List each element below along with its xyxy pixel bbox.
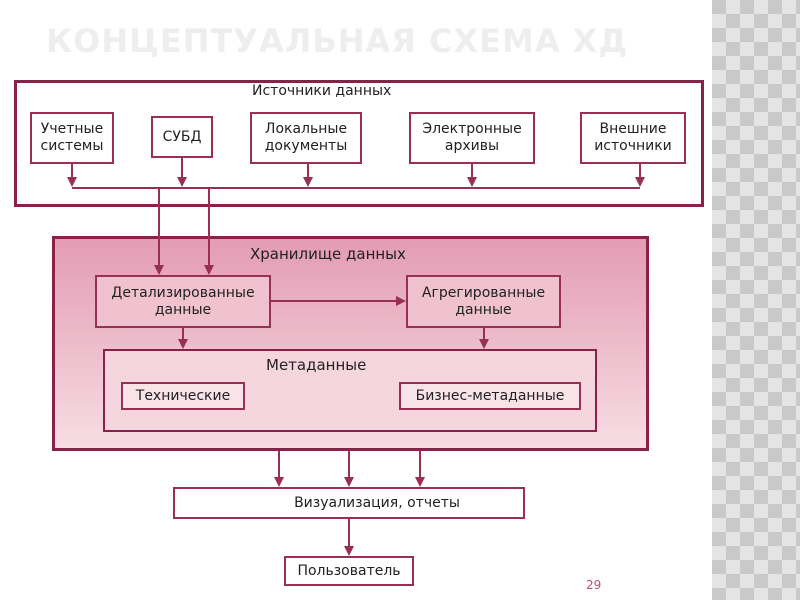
technical-metadata-box: Технические: [121, 382, 245, 410]
warehouse-heading: Хранилище данных: [250, 245, 406, 263]
user-box: Пользователь: [284, 556, 414, 586]
business-metadata-box: Бизнес-метаданные: [399, 382, 581, 410]
source-accounting-systems: Учетные системы: [30, 112, 114, 164]
decorative-pattern: [712, 0, 800, 600]
metadata-heading: Метаданные: [266, 356, 367, 374]
source-dbms: СУБД: [151, 116, 213, 158]
sources-heading: Источники данных: [252, 83, 392, 99]
slide-title: КОНЦЕПТУАЛЬНАЯ СХЕМА ХД: [46, 22, 628, 60]
source-local-documents: Локальные документы: [250, 112, 362, 164]
visualization-reports-box: Визуализация, отчеты: [173, 487, 525, 519]
detailed-data-box: Детализированные данные: [95, 275, 271, 328]
source-external: Внешние источники: [580, 112, 686, 164]
source-electronic-archives: Электронные архивы: [409, 112, 535, 164]
page-number: 29: [586, 578, 602, 592]
aggregated-data-box: Агрегированные данные: [406, 275, 561, 328]
